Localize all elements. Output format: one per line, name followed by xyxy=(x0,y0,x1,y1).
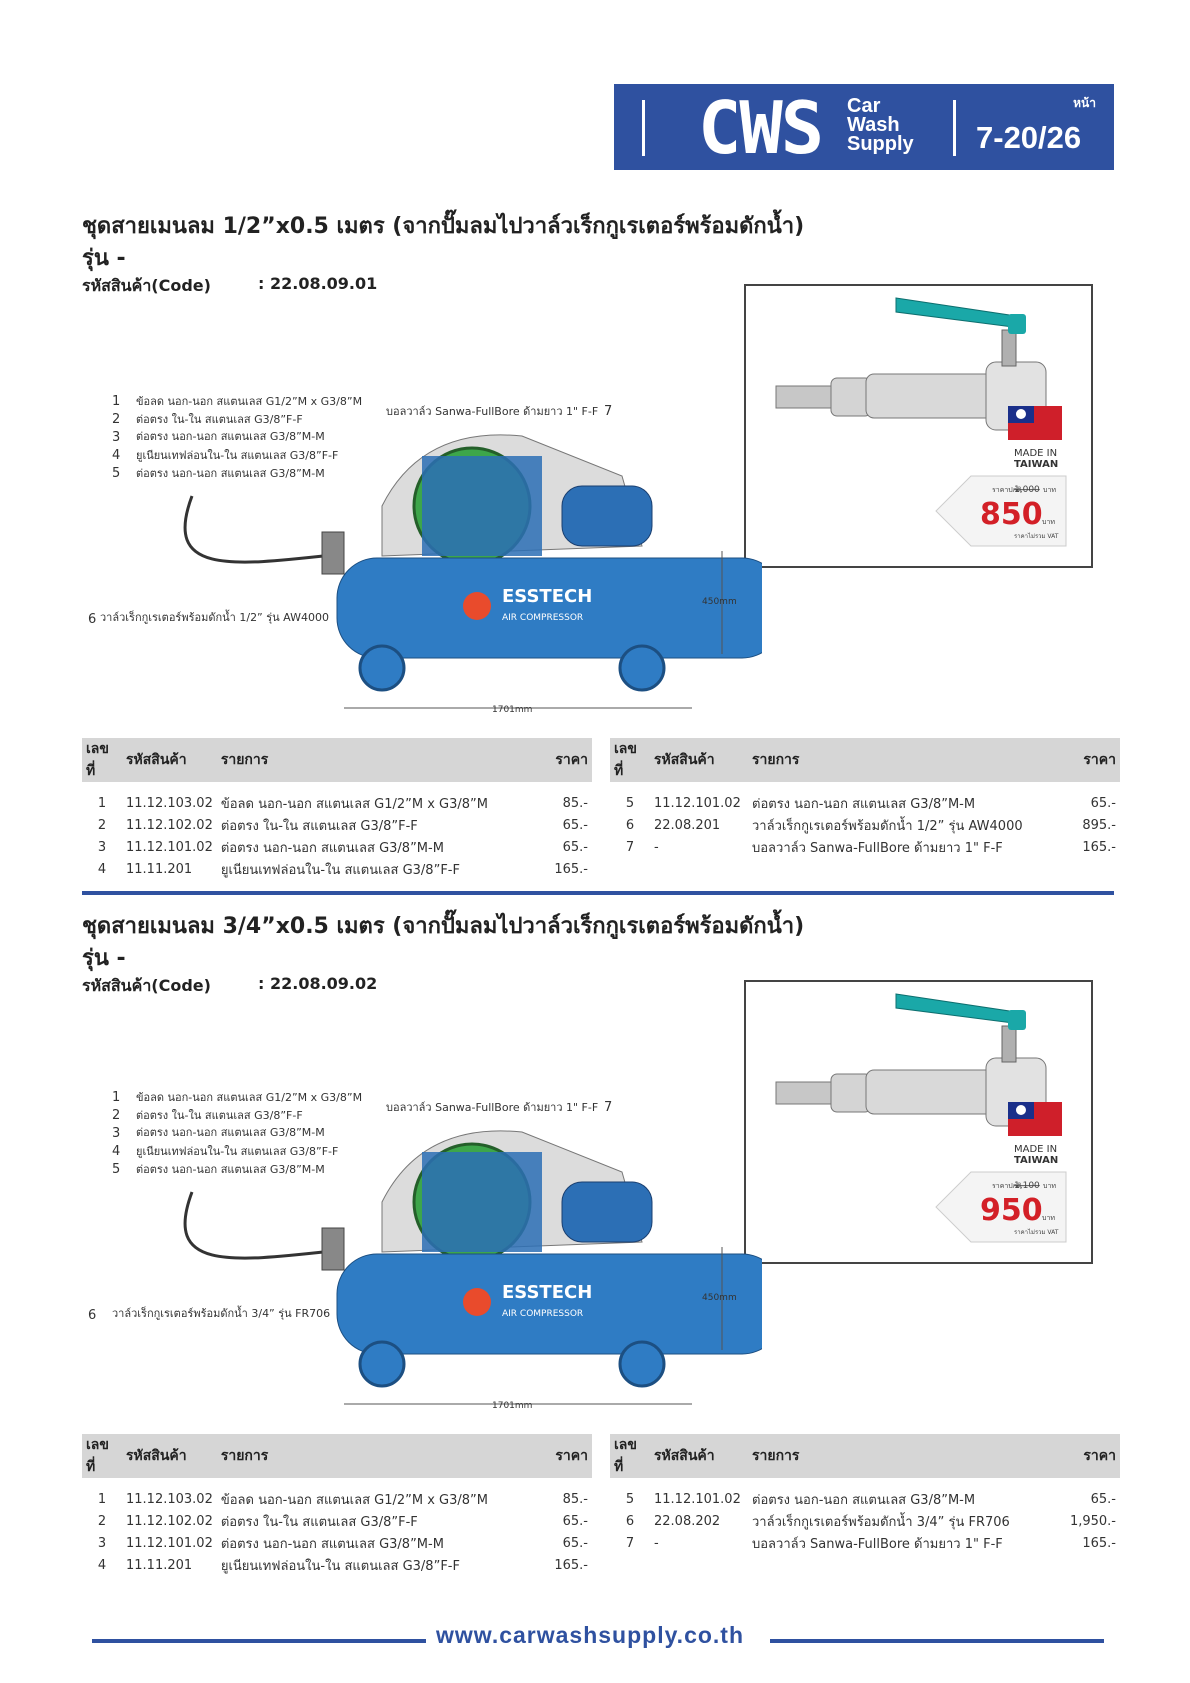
svg-text:450mm: 450mm xyxy=(702,1293,737,1303)
product-photo: MADE IN TAIWAN ราคาปกติ 1,100 บาท 950 บา… xyxy=(744,980,1093,1264)
svg-text:1,000: 1,000 xyxy=(1014,485,1040,495)
svg-text:TAIWAN: TAIWAN xyxy=(1014,459,1058,470)
svg-text:บาท: บาท xyxy=(1042,518,1055,526)
svg-text:MADE IN: MADE IN xyxy=(1014,448,1057,459)
svg-text:450mm: 450mm xyxy=(702,597,737,607)
ball-valve-image: MADE IN TAIWAN ราคาปกติ 1,100 บาท 950 บา… xyxy=(775,993,1067,1243)
brand-subtitle: Car Wash Supply xyxy=(847,95,914,155)
sale-price: 950 xyxy=(980,1193,1043,1228)
ball-valve-image: MADE IN TAIWAN ราคาปกติ 1,000 บาท 850 บา… xyxy=(775,297,1067,547)
svg-text:ราคาไม่รวม VAT: ราคาไม่รวม VAT xyxy=(1014,532,1059,540)
svg-text:บาท: บาท xyxy=(1043,486,1056,494)
section-divider xyxy=(82,891,1114,895)
svg-text:AIR COMPRESSOR: AIR COMPRESSOR xyxy=(502,1309,583,1319)
svg-text:1,100: 1,100 xyxy=(1014,1181,1040,1191)
compressor-diagram: ESSTECH AIR COMPRESSOR 450mm 1701mm 1 ข้… xyxy=(82,394,762,716)
air-compressor-image: ESSTECH AIR COMPRESSOR 450mm 1701mm xyxy=(183,1130,762,1411)
model-label: รุ่น - xyxy=(82,946,126,971)
code-value: : 22.08.09.01 xyxy=(258,274,378,293)
brand-logo: CWS xyxy=(698,86,824,170)
svg-text:ราคาปกติ: ราคาปกติ xyxy=(992,1182,1022,1190)
header-banner: CWS Car Wash Supply หน้า 7-20/26 xyxy=(614,84,1114,170)
table-row: 7-บอลวาล์ว Sanwa-FullBore ด้ามยาว 1" F-F… xyxy=(625,839,1116,856)
svg-text:1701mm: 1701mm xyxy=(492,1401,532,1411)
page-label: หน้า xyxy=(1073,96,1096,110)
svg-text:ESSTECH: ESSTECH xyxy=(502,586,592,607)
taiwan-flag-icon xyxy=(1008,1102,1062,1136)
code-value: : 22.08.09.02 xyxy=(258,974,378,993)
code-label: รหัสสินค้า(Code) xyxy=(82,276,211,295)
website-link[interactable]: www.carwashsupply.co.th xyxy=(436,1622,745,1648)
page-number: 7-20/26 xyxy=(976,120,1082,155)
code-label: รหัสสินค้า(Code) xyxy=(82,976,211,995)
svg-text:บาท: บาท xyxy=(1042,1214,1055,1222)
table-row: 7-บอลวาล์ว Sanwa-FullBore ด้ามยาว 1" F-F… xyxy=(625,1535,1116,1552)
svg-text:ราคาปกติ: ราคาปกติ xyxy=(992,486,1022,494)
svg-text:บาท: บาท xyxy=(1043,1182,1056,1190)
section-title: ชุดสายเมนลม 1/2”x0.5 เมตร (จากปั๊มลมไปวา… xyxy=(82,214,805,239)
model-label: รุ่น - xyxy=(82,246,126,271)
banner-divider xyxy=(953,100,956,156)
svg-text:ESSTECH: ESSTECH xyxy=(502,1282,592,1303)
svg-text:MADE IN: MADE IN xyxy=(1014,1144,1057,1155)
air-compressor-image: ESSTECH AIR COMPRESSOR 450mm 1701mm xyxy=(183,434,762,715)
svg-text:1701mm: 1701mm xyxy=(492,705,532,715)
footer-rule xyxy=(92,1639,426,1643)
svg-text:TAIWAN: TAIWAN xyxy=(1014,1155,1058,1166)
svg-text:AIR COMPRESSOR: AIR COMPRESSOR xyxy=(502,613,583,623)
svg-text:ราคาไม่รวม VAT: ราคาไม่รวม VAT xyxy=(1014,1228,1059,1236)
compressor-diagram: ESSTECH AIR COMPRESSOR 450mm 1701mm 1 ข้… xyxy=(82,1090,762,1412)
sale-price: 850 xyxy=(980,497,1043,532)
taiwan-flag-icon xyxy=(1008,406,1062,440)
banner-divider xyxy=(642,100,645,156)
product-photo: MADE IN TAIWAN ราคาปกติ 1,000 บาท 850 บา… xyxy=(744,284,1093,568)
section-title: ชุดสายเมนลม 3/4”x0.5 เมตร (จากปั๊มลมไปวา… xyxy=(82,914,805,939)
footer-rule xyxy=(770,1639,1104,1643)
